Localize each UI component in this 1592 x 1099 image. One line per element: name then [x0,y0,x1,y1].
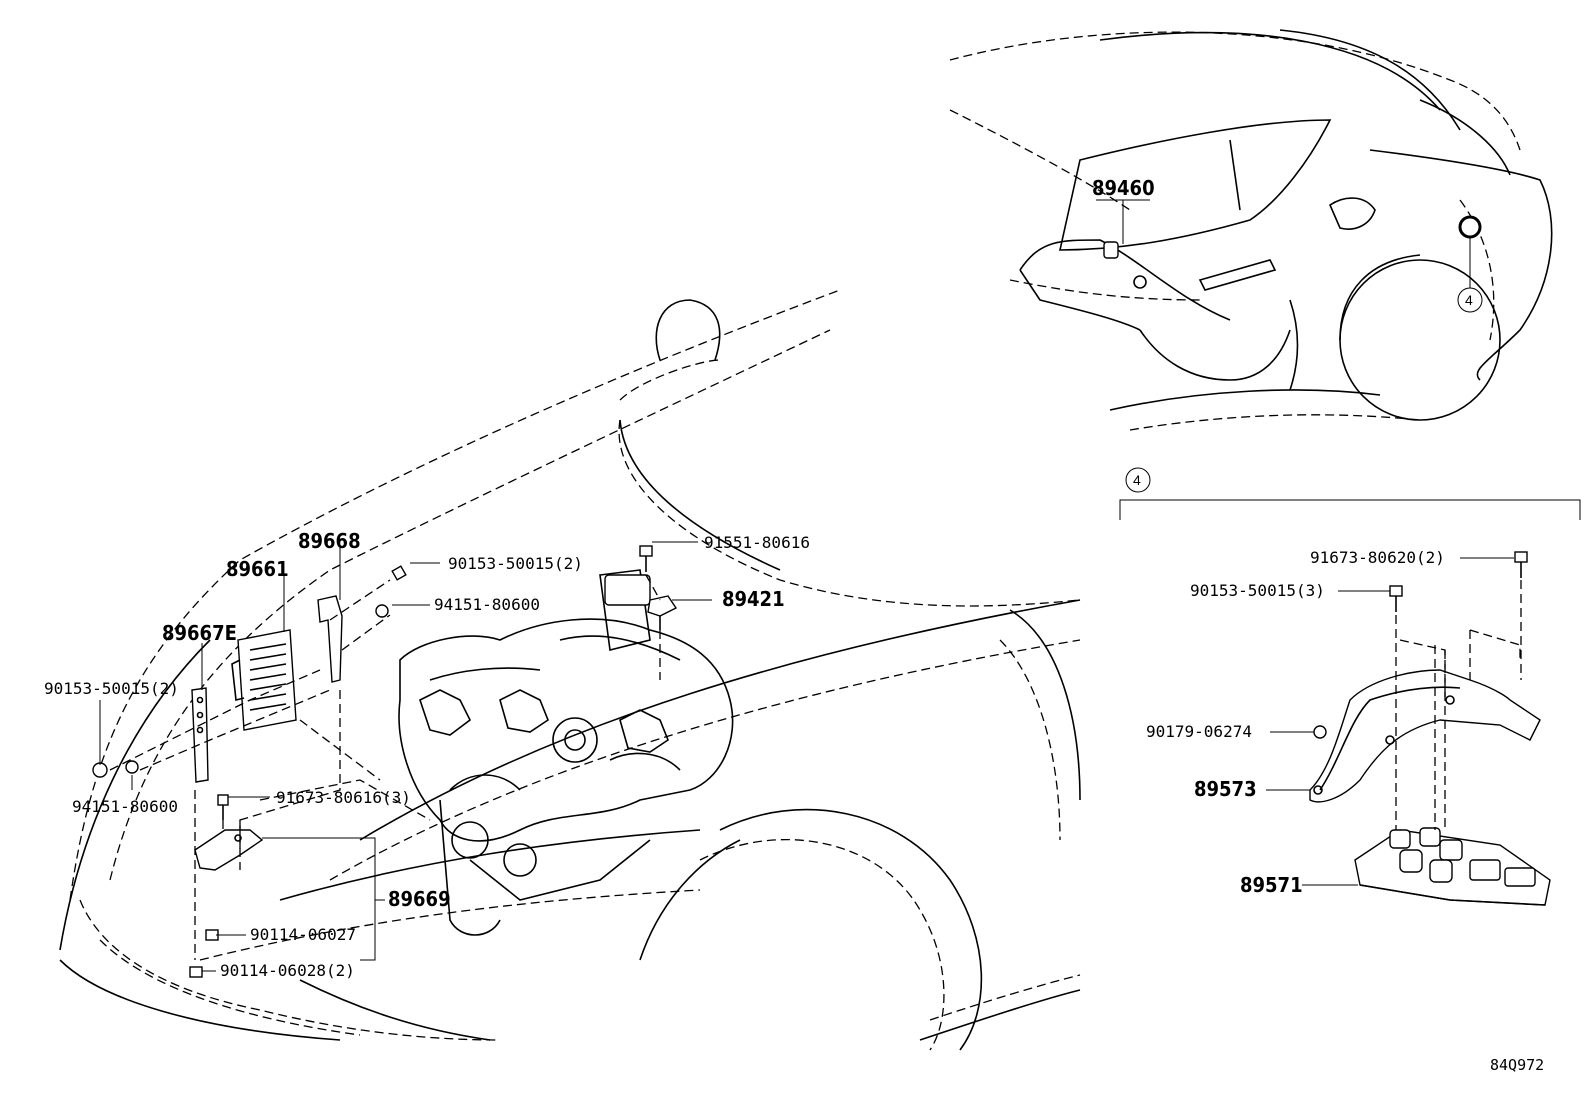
callout-90179-06274: 90179-06274 [1146,722,1252,741]
callout-91551-80616: 91551-80616 [704,533,810,552]
bracket-89573 [1309,669,1541,803]
front-body-outline [59,289,1081,1051]
callout-90153-50015-2-mid: 90153-50015(2) [448,554,583,573]
callout-labels: 89460 89668 89661 89667E 89421 89669 895… [44,176,1544,1074]
callout-94151-80600-mid: 94151-80600 [434,595,540,614]
callout-91673-80616-3: 91673-80616(3) [276,788,411,807]
detail-box [1119,467,1581,520]
callout-89571: 89571 [1240,873,1303,897]
module-89571 [1354,827,1551,906]
rear-body-outline [949,29,1553,431]
detail-box-ref: 4 [1133,472,1141,488]
callout-90114-06028-2: 90114-06028(2) [220,961,355,980]
detail-ref-marker: 4 [1465,292,1473,308]
left-fasteners [92,545,653,978]
detail-bolts [1313,551,1528,830]
bracket-89668 [317,595,343,683]
callout-89573: 89573 [1194,777,1257,801]
bracket-89669 [194,829,264,871]
sensor-89421 [647,595,678,630]
ecu-89661 [231,629,297,731]
callout-91673-80620-2: 91673-80620(2) [1310,548,1445,567]
leader-lines [99,199,1514,972]
callout-89661: 89661 [226,557,289,581]
left-assembly-lines [109,574,661,960]
callout-90153-50015-3: 90153-50015(3) [1190,581,1325,600]
callout-94151-80600-left: 94151-80600 [72,797,178,816]
callout-89668: 89668 [298,529,361,553]
callout-89669: 89669 [388,887,451,911]
callout-90153-50015-2-left: 90153-50015(2) [44,679,179,698]
callout-90114-06027: 90114-06027 [250,925,356,944]
callout-89421: 89421 [722,587,785,611]
diagram-code: 84Q972 [1490,1056,1544,1074]
engine-block [398,569,734,936]
bracket-89667E [191,687,209,783]
callout-89667E: 89667E [162,621,237,645]
callout-89460: 89460 [1092,176,1155,200]
